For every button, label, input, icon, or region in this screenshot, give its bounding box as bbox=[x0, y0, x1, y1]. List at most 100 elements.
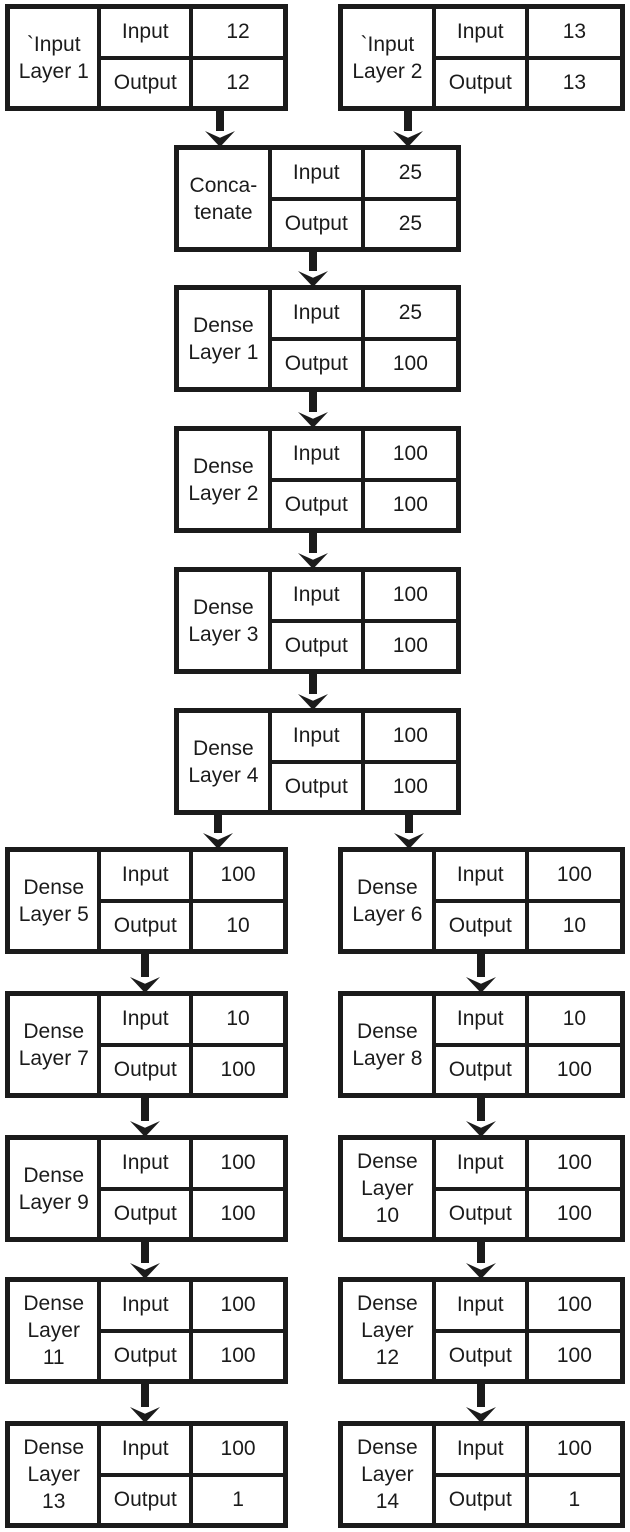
layer-name: Dense Layer 14 bbox=[343, 1426, 436, 1523]
input-value: 10 bbox=[562, 1007, 587, 1031]
input-label: Input bbox=[101, 852, 194, 899]
layer-name: Dense Layer 2 bbox=[179, 431, 272, 528]
output-value: 100 bbox=[392, 633, 428, 657]
output-label: Output bbox=[436, 1476, 529, 1523]
arrow-stem bbox=[141, 1382, 149, 1407]
input-row: Input 25 bbox=[272, 150, 456, 197]
output-row: Output 1 bbox=[101, 1472, 283, 1523]
io-table: Input 100 Output 100 bbox=[271, 572, 456, 669]
layer-name: Dense Layer 5 bbox=[10, 852, 102, 949]
input-row: Input 100 bbox=[101, 1282, 283, 1329]
arrow-dense-4-to-dense-5 bbox=[203, 813, 233, 849]
input-value: 100 bbox=[220, 1151, 256, 1175]
layer-name: Dense Layer 12 bbox=[343, 1282, 436, 1379]
input-label: Input bbox=[272, 290, 365, 337]
input-value: 100 bbox=[392, 583, 428, 607]
input-row: Input 100 bbox=[436, 1282, 620, 1329]
output-row: Output 10 bbox=[101, 898, 283, 949]
output-row: Output 100 bbox=[435, 1328, 620, 1379]
layer-name: Dense Layer 13 bbox=[10, 1426, 102, 1523]
output-row: Output 100 bbox=[271, 477, 456, 528]
arrow-stem bbox=[404, 109, 412, 131]
input-label: Input bbox=[101, 996, 194, 1043]
node-dense-13: Dense Layer 13 Input 100 Output 1 bbox=[5, 1421, 288, 1528]
node-concatenate: Conca- tenate Input 25 Output 25 bbox=[174, 145, 461, 252]
output-row: Output 100 bbox=[101, 1186, 283, 1237]
input-value: 10 bbox=[226, 1007, 250, 1031]
arrow-head-icon bbox=[298, 412, 328, 428]
arrow-head-icon bbox=[466, 1121, 496, 1137]
output-row: Output 100 bbox=[435, 1042, 620, 1093]
output-row: Output 100 bbox=[101, 1042, 283, 1093]
output-value: 100 bbox=[392, 774, 428, 798]
output-value: 100 bbox=[220, 1057, 256, 1081]
input-row: Input 100 bbox=[272, 572, 456, 619]
output-value: 100 bbox=[220, 1343, 256, 1367]
input-label: Input bbox=[272, 150, 365, 197]
output-value: 1 bbox=[232, 1487, 244, 1511]
output-row: Output 100 bbox=[271, 759, 456, 810]
input-value: 100 bbox=[392, 442, 428, 466]
output-label: Output bbox=[272, 200, 365, 247]
output-value: 12 bbox=[226, 70, 250, 94]
input-row: Input 100 bbox=[272, 431, 456, 478]
output-label: Output bbox=[436, 1332, 529, 1379]
arrow-head-icon bbox=[205, 131, 235, 147]
layer-name: Dense Layer 11 bbox=[10, 1282, 102, 1379]
io-table: Input 10 Output 100 bbox=[435, 996, 620, 1093]
input-value: 100 bbox=[556, 863, 592, 887]
node-input-layer-2: `Input Layer 2 Input 13 Output 13 bbox=[338, 4, 625, 111]
output-value: 100 bbox=[556, 1343, 592, 1367]
arrow-stem bbox=[477, 1382, 485, 1407]
io-table: Input 100 Output 100 bbox=[271, 713, 456, 810]
arrow-stem bbox=[309, 250, 317, 271]
input-label: Input bbox=[436, 1282, 529, 1329]
layer-name: Dense Layer 9 bbox=[10, 1140, 102, 1237]
io-table: Input 13 Output 13 bbox=[435, 9, 620, 106]
io-table: Input 100 Output 100 bbox=[101, 1282, 283, 1379]
arrow-stem bbox=[141, 952, 149, 977]
output-row: Output 100 bbox=[101, 1328, 283, 1379]
io-table: Input 100 Output 100 bbox=[101, 1140, 283, 1237]
output-value: 1 bbox=[568, 1487, 581, 1511]
input-value: 100 bbox=[392, 724, 428, 748]
arrow-head-icon bbox=[130, 977, 160, 993]
io-table: Input 100 Output 1 bbox=[435, 1426, 620, 1523]
input-value: 13 bbox=[562, 20, 587, 44]
arrow-head-icon bbox=[466, 977, 496, 993]
input-row: Input 100 bbox=[436, 1140, 620, 1187]
io-table: Input 100 Output 100 bbox=[271, 431, 456, 528]
arrow-head-icon bbox=[203, 833, 233, 849]
io-table: Input 100 Output 10 bbox=[435, 852, 620, 949]
io-table: Input 100 Output 100 bbox=[435, 1282, 620, 1379]
node-dense-11: Dense Layer 11 Input 100 Output 100 bbox=[5, 1277, 288, 1384]
arrow-dense-6-to-dense-8 bbox=[466, 952, 496, 993]
input-row: Input 10 bbox=[436, 996, 620, 1043]
output-row: Output 10 bbox=[435, 898, 620, 949]
output-label: Output bbox=[101, 1332, 194, 1379]
output-row: Output 100 bbox=[435, 1186, 620, 1237]
output-label: Output bbox=[101, 1046, 194, 1093]
output-label: Output bbox=[272, 481, 365, 528]
output-value: 10 bbox=[562, 913, 587, 937]
arrow-head-icon bbox=[130, 1121, 160, 1137]
io-table: Input 100 Output 100 bbox=[435, 1140, 620, 1237]
arrow-stem bbox=[141, 1240, 149, 1263]
output-value: 13 bbox=[562, 70, 587, 94]
output-row: Output 13 bbox=[435, 55, 620, 106]
input-row: Input 100 bbox=[272, 713, 456, 760]
arrow-head-icon bbox=[130, 1407, 160, 1423]
arrow-input-layer-2-to-concatenate bbox=[393, 109, 423, 147]
input-value: 100 bbox=[556, 1151, 592, 1175]
input-row: Input 100 bbox=[101, 852, 283, 899]
layer-name: `Input Layer 2 bbox=[343, 9, 436, 106]
input-label: Input bbox=[101, 1140, 194, 1187]
output-value: 100 bbox=[220, 1201, 256, 1225]
input-label: Input bbox=[101, 9, 194, 56]
arrow-stem bbox=[477, 1240, 485, 1263]
output-label: Output bbox=[436, 1046, 529, 1093]
output-label: Output bbox=[101, 1476, 194, 1523]
layer-name: `Input Layer 1 bbox=[10, 9, 102, 106]
output-label: Output bbox=[436, 902, 529, 949]
input-value: 100 bbox=[220, 1293, 256, 1317]
